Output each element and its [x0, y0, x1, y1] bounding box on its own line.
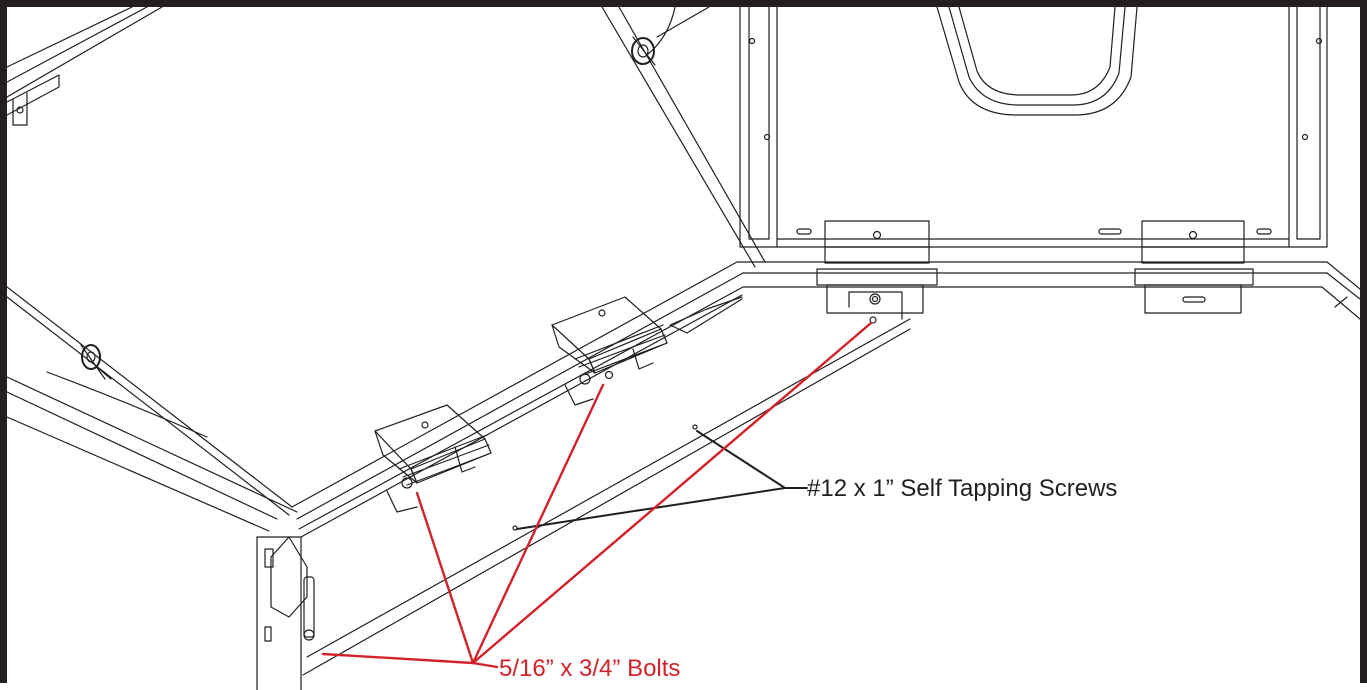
hinge-front-2: [551, 296, 668, 406]
bolt-leaders: [321, 321, 873, 669]
screw-holes: [512, 424, 698, 531]
hinge-back-2: [1134, 220, 1254, 314]
hinge-back-1: [816, 220, 938, 314]
back-wall: [739, 7, 1328, 248]
ridge-rail-right: [736, 261, 1360, 320]
cleat-left: [80, 344, 112, 380]
screw-leaders: [516, 430, 808, 530]
hinge-front-1: [374, 404, 492, 513]
screw-callout-label: #12 x 1” Self Tapping Screws: [807, 475, 1118, 502]
ridge-rail-left: [291, 261, 744, 538]
assembly-drawing: [7, 7, 1360, 690]
roof-panel-left: [7, 7, 163, 126]
rafter-panel-left: [7, 286, 298, 532]
bolt-bracket: [848, 291, 903, 324]
bolt-callout-label: 5/16” x 3/4” Bolts: [499, 655, 681, 682]
cleat-upper: [631, 36, 656, 66]
door-handle: [936, 7, 1138, 116]
